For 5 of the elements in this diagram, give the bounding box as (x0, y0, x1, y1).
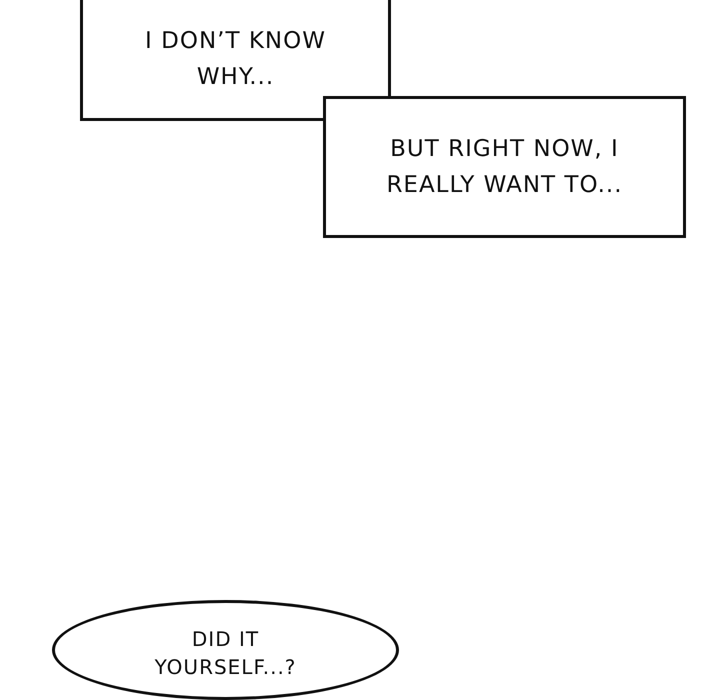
dialogue-text: I DON’T KNOW WHY... (144, 27, 327, 92)
dialogue-text: DID IT YOURSELF...? (154, 626, 298, 681)
dialogue-text: BUT RIGHT NOW, I REALLY WANT TO... (385, 135, 624, 200)
caption-box (80, 0, 391, 121)
caption-box (323, 96, 686, 238)
